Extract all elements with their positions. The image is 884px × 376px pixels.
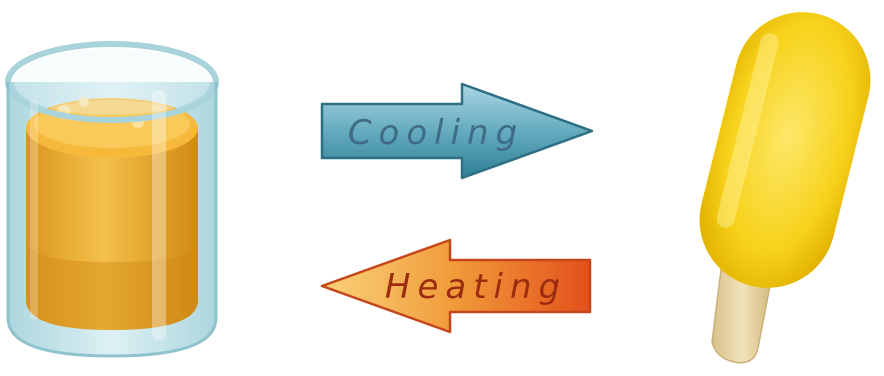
glass-of-juice-icon	[8, 44, 216, 356]
cooling-arrow: Cooling	[322, 84, 592, 178]
heating-label: Heating	[385, 267, 567, 307]
cooling-label: Cooling	[348, 113, 524, 153]
ice-pop-icon	[685, 0, 884, 363]
glass-reflection	[30, 100, 38, 320]
ice-pop-body	[685, 0, 884, 302]
glass-reflection	[152, 90, 166, 340]
heating-arrow: Heating	[322, 240, 590, 332]
